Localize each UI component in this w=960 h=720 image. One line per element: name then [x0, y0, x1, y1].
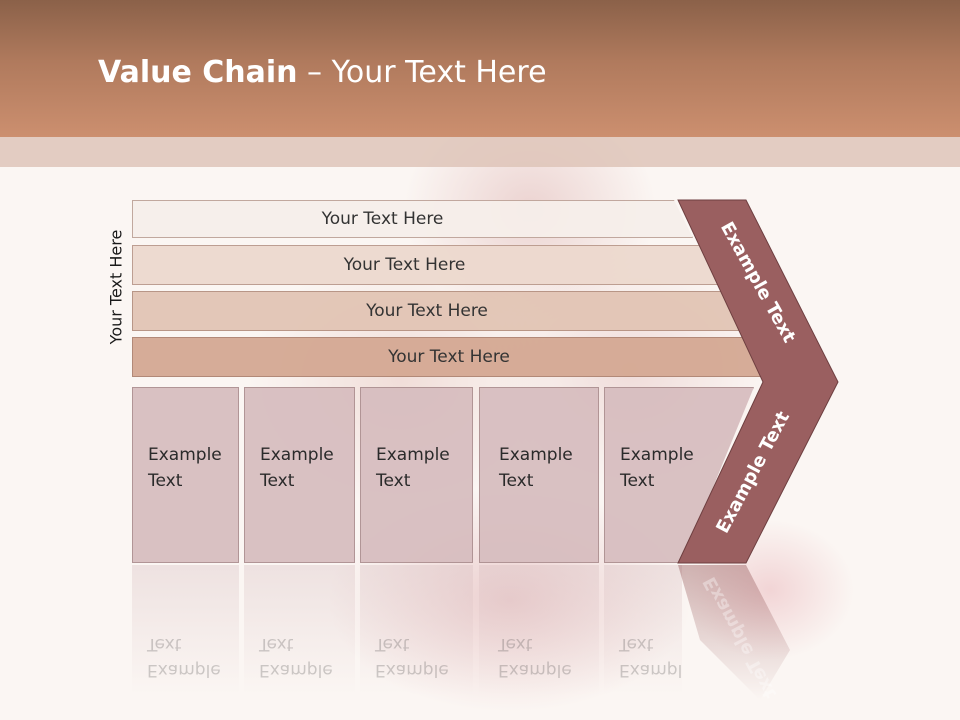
header-strip — [0, 137, 960, 167]
chevron-reflection — [678, 565, 790, 700]
support-bar-1: Your Text Here — [132, 200, 693, 238]
header-band — [0, 0, 960, 137]
primary-box-2-line2: Text — [260, 471, 295, 491]
support-bar-3: Your Text Here — [132, 291, 782, 331]
primary-box-3: Example Text — [360, 387, 473, 563]
primary-box-3-line1: Example — [376, 445, 450, 465]
primary-box-4: Example Text — [479, 387, 599, 563]
support-bar-4: Your Text Here — [132, 337, 826, 377]
primary-box-1-line1: Example — [148, 445, 222, 465]
primary-box-5-line2: Text — [620, 471, 655, 491]
primary-box-5-line1: Example — [620, 445, 694, 465]
primary-box-4-line1: Example — [499, 445, 573, 465]
primary-box-4-line2: Text — [499, 471, 534, 491]
support-bar-2-label: Your Text Here — [343, 255, 466, 275]
title-bold: Value Chain — [98, 55, 298, 90]
support-bar-4-label: Your Text Here — [388, 347, 510, 367]
title-rest: – Your Text Here — [297, 55, 547, 90]
support-bar-2: Your Text Here — [132, 245, 737, 285]
support-bar-3-label: Your Text Here — [366, 301, 488, 321]
support-bar-1-label: Your Text Here — [321, 209, 444, 229]
primary-box-1: Example Text — [132, 387, 239, 563]
primary-box-3-line2: Text — [376, 471, 411, 491]
primary-box-2: Example Text — [244, 387, 355, 563]
chevron-shape — [677, 199, 839, 564]
page-title: Value Chain – Your Text Here — [98, 55, 547, 90]
primary-box-1-line2: Text — [148, 471, 183, 491]
primary-box-2-line1: Example — [260, 445, 334, 465]
